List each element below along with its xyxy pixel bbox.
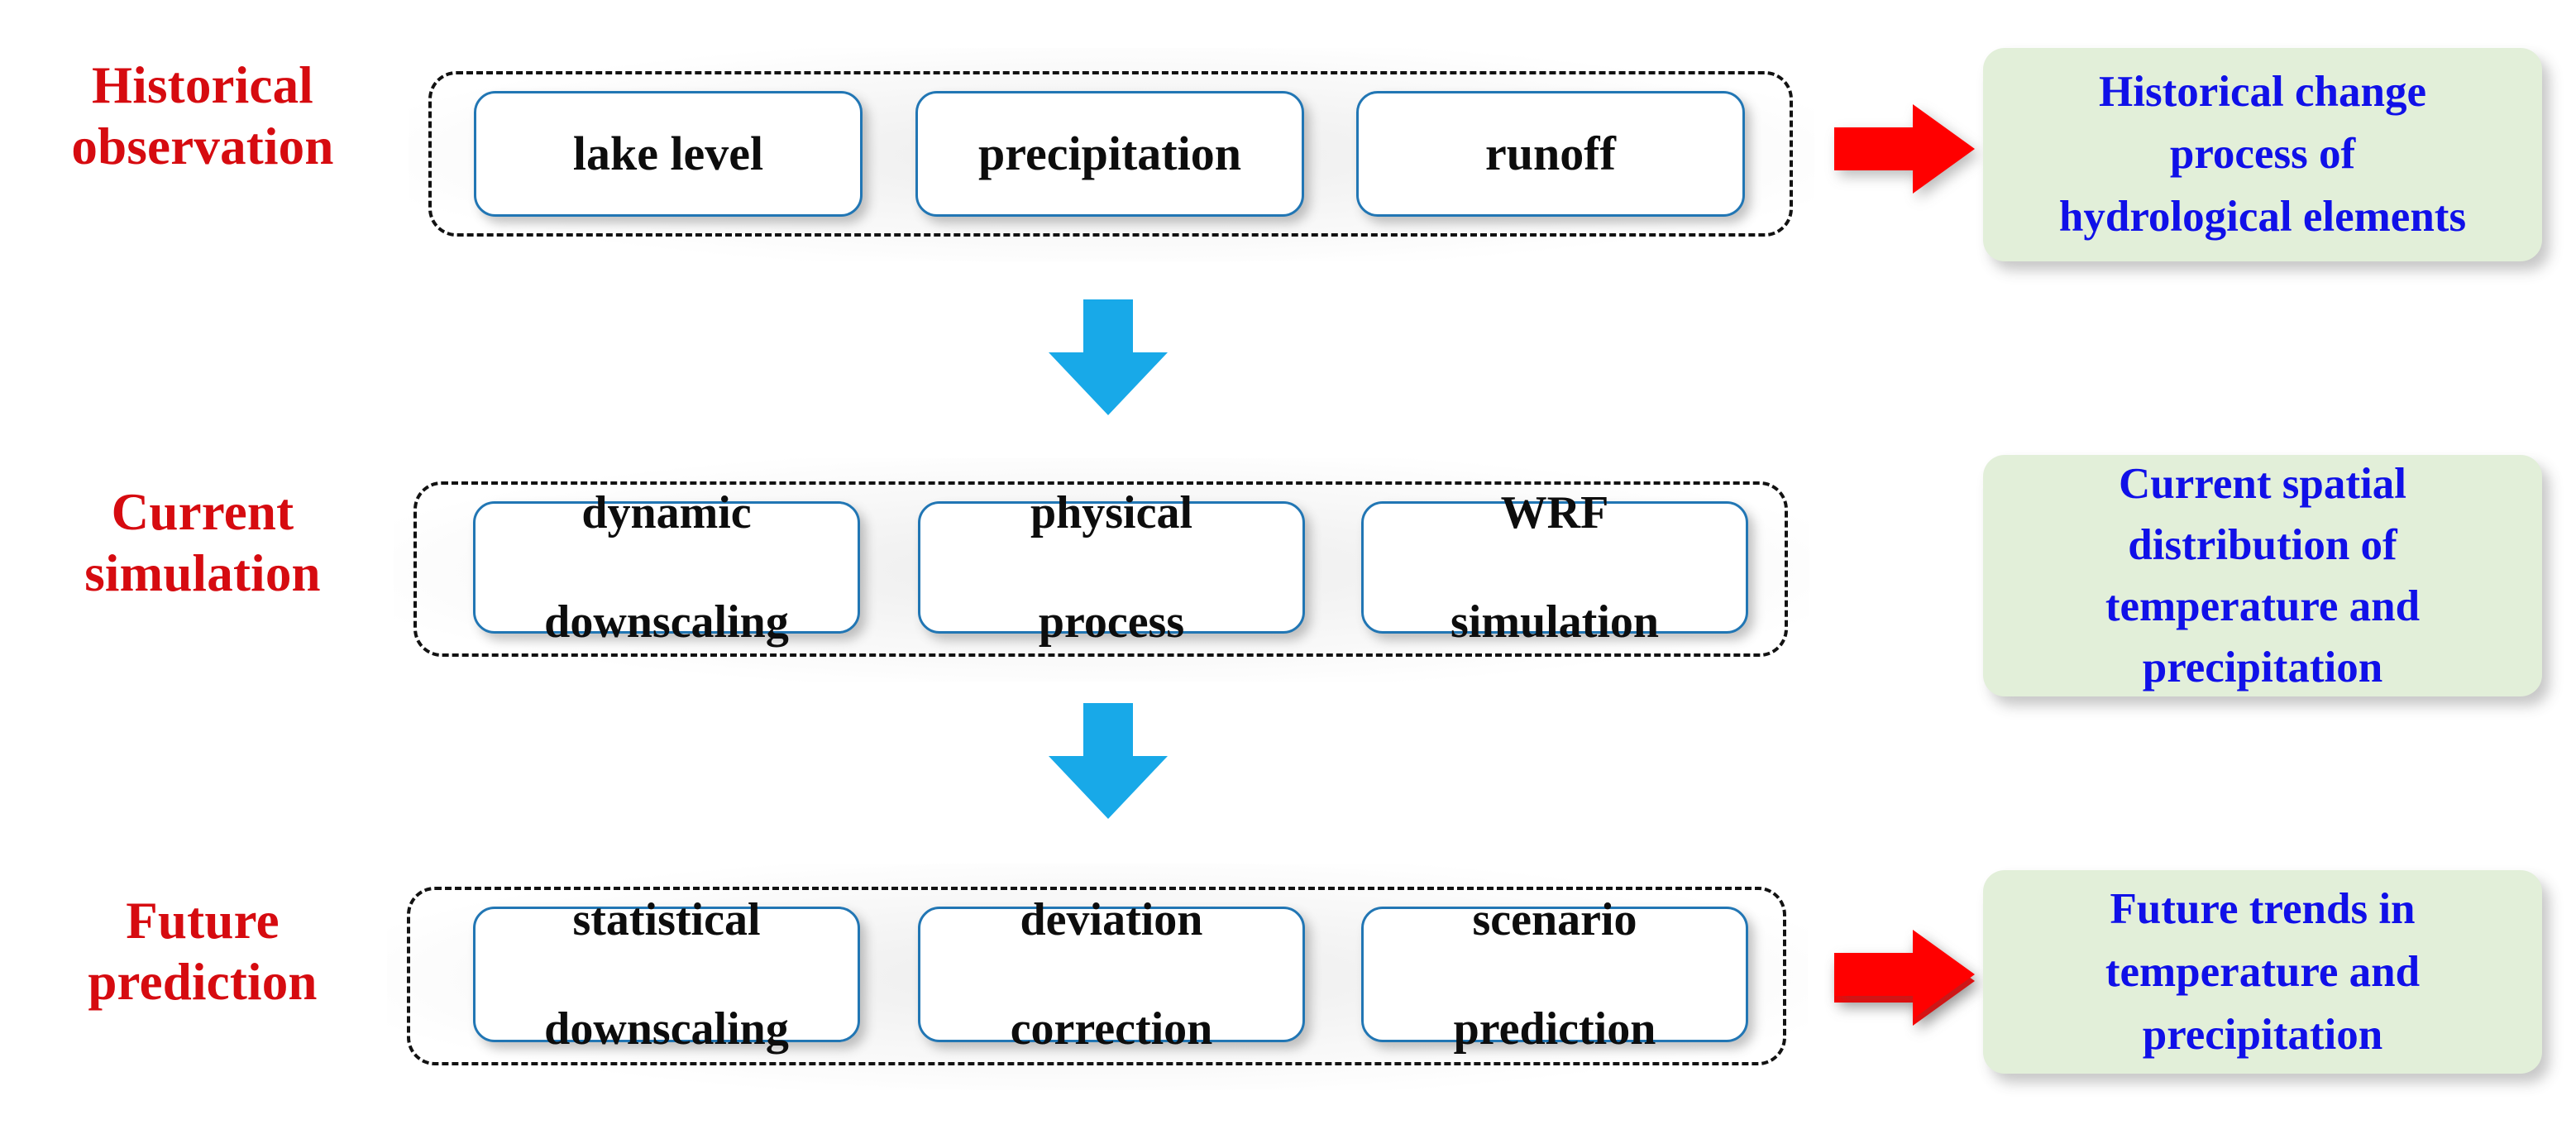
item-box-label-line-1: statistical (572, 893, 761, 945)
stage-row-future-prediction: Future prediction statistical downscalin… (0, 819, 2576, 1100)
item-box-label: physical process (1020, 486, 1202, 649)
result-line-4: precipitation (2142, 644, 2383, 692)
item-box-label: statistical downscaling (534, 893, 799, 1056)
dashed-group-container-row-2 (413, 481, 1788, 657)
red-right-arrow-icon (1834, 930, 1975, 1019)
stage-label-line-1: Historical (92, 56, 313, 114)
stage-label-line-1: Future (126, 892, 280, 950)
item-box-label-line-2: process (1038, 596, 1185, 648)
item-box-label: runoff (1485, 126, 1616, 180)
result-line-1: Current spatial (2119, 459, 2406, 508)
item-box-label-line-2: downscaling (544, 596, 789, 648)
dashed-group-container-row-1 (428, 71, 1793, 237)
item-box-lake-level[interactable]: lake level (474, 91, 863, 217)
item-box-label-line-1: physical (1030, 486, 1193, 538)
stage-label-line-1: Current (111, 483, 294, 541)
result-line-2: distribution of (2128, 520, 2397, 569)
stage-row-historical-observation: Historical observation lake level precip… (0, 0, 2576, 281)
item-box-precipitation[interactable]: precipitation (915, 91, 1304, 217)
item-box-label-line-2: correction (1010, 1003, 1213, 1055)
item-box-label-line-1: scenario (1472, 893, 1637, 945)
stage-label-line-2: prediction (88, 953, 318, 1012)
blue-down-arrow-icon (1049, 703, 1168, 819)
item-box-scenario-prediction[interactable]: scenario prediction (1361, 894, 1748, 1055)
item-box-label: scenario prediction (1444, 893, 1666, 1056)
item-box-label-line-2: downscaling (544, 1003, 789, 1055)
item-box-label-line-1: WRF (1500, 486, 1609, 538)
item-box-label: deviation correction (1001, 893, 1223, 1056)
result-line-2: temperature and (2105, 947, 2421, 996)
result-line-3: temperature and (2105, 582, 2421, 630)
result-line-1: Future trends in (2110, 884, 2416, 933)
item-box-deviation-correction[interactable]: deviation correction (918, 894, 1305, 1055)
item-box-label-line-2: simulation (1450, 596, 1660, 648)
item-box-label: WRF simulation (1441, 486, 1669, 649)
result-panel-historical-change: Historical change process of hydrologica… (1983, 48, 2542, 261)
item-box-dynamic-downscaling[interactable]: dynamic downscaling (473, 487, 860, 648)
stage-row-current-simulation: Current simulation dynamic downscaling p… (0, 414, 2576, 1026)
item-box-label: precipitation (978, 126, 1241, 180)
result-panel-current-spatial-distribution: Current spatial distribution of temperat… (1983, 455, 2542, 696)
item-box-runoff[interactable]: runoff (1356, 91, 1745, 217)
stage-label-future-prediction: Future prediction (8, 890, 397, 1013)
item-box-statistical-downscaling[interactable]: statistical downscaling (473, 894, 860, 1055)
result-line-1: Historical change (2099, 68, 2426, 117)
result-panel-future-trends: Future trends in temperature and precipi… (1983, 870, 2542, 1074)
result-line-2: process of (2169, 130, 2356, 179)
item-box-label-line-2: prediction (1453, 1003, 1656, 1055)
red-right-arrow-icon (1834, 104, 1975, 194)
blue-down-arrow-icon (1049, 299, 1168, 415)
item-box-label-line-1: deviation (1020, 893, 1203, 945)
item-box-label-line-1: dynamic (581, 486, 752, 538)
item-box-label: dynamic downscaling (534, 486, 799, 649)
stage-label-historical-observation: Historical observation (8, 55, 397, 178)
result-line-3: precipitation (2142, 1011, 2383, 1060)
item-box-physical-process[interactable]: physical process (918, 487, 1305, 648)
stage-label-line-2: simulation (84, 544, 321, 603)
result-line-3: hydrological elements (2058, 192, 2467, 241)
item-box-wrf-simulation[interactable]: WRF simulation (1361, 487, 1748, 648)
stage-label-line-2: observation (71, 117, 334, 176)
stage-label-current-simulation: Current simulation (8, 481, 397, 605)
item-box-label: lake level (572, 126, 764, 180)
dashed-group-container-row-3 (407, 887, 1786, 1065)
